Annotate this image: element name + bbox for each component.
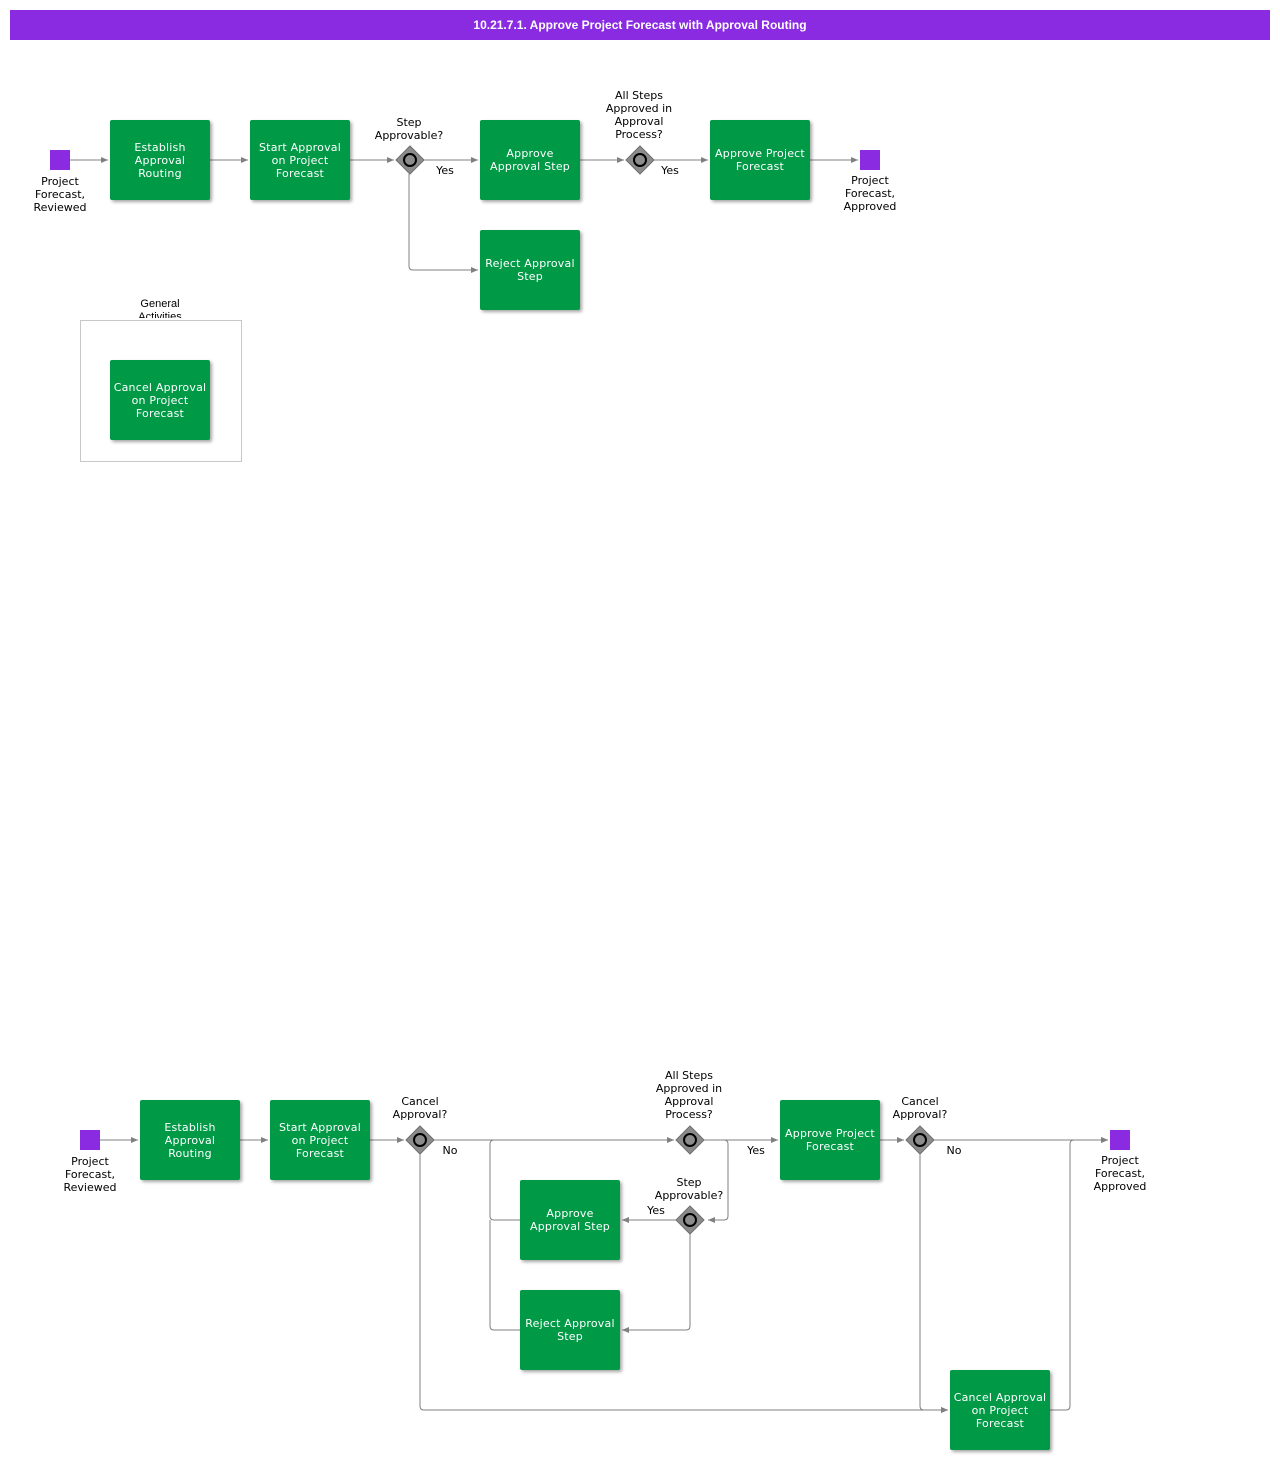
gateway-all-steps-approved-icon[interactable] [675,1125,705,1155]
edge2-approve-step-loop-back [489,1139,520,1221]
start-event[interactable] [80,1130,100,1150]
gateway-step-approvable-icon[interactable] [675,1205,705,1235]
flow-label-yes: Yes [647,1204,665,1217]
edge-gw-to-reject-step [408,174,478,273]
end-event[interactable] [1110,1130,1130,1150]
gateway-cancel-approval-label: Cancel Approval? [392,1095,448,1121]
task-start-approval[interactable]: Start Approval on Project Forecast [270,1100,370,1180]
gateway-all-steps-approved-label: All Steps Approved in Approval Process? [605,89,673,141]
task-reject-approval-step[interactable]: Reject Approval Step [480,230,580,310]
start-event[interactable] [50,150,70,170]
gateway-all-steps-approved-label: All Steps Approved in Approval Process? [655,1069,723,1121]
gateway-cancel-approval-icon[interactable] [405,1125,435,1155]
task-approve-approval-step[interactable]: Approve Approval Step [480,120,580,200]
gateway-cancel-approval-icon[interactable] [905,1125,935,1155]
flow-label-no: No [946,1144,962,1157]
edge2-cancel-gw1-yes-to-cancel [419,1154,948,1413]
end-event[interactable] [860,150,880,170]
task-start-approval[interactable]: Start Approval on Project Forecast [250,120,350,200]
task-reject-approval-step[interactable]: Reject Approval Step [520,1290,620,1370]
end-event-label: Project Forecast, Approved [843,174,897,213]
task-establish-approval-routing[interactable]: Establish Approval Routing [140,1100,240,1180]
edge2-step-gw-no-to-reject-step [622,1234,691,1333]
task-cancel-approval[interactable]: Cancel Approval on Project Forecast [110,360,210,440]
edge2-cancel-gw2-yes-to-cancel [919,1154,948,1413]
flow-label-yes: Yes [661,164,679,177]
end-event-label: Project Forecast, Approved [1093,1154,1147,1193]
task-approve-project-forecast[interactable]: Approve Project Forecast [780,1100,880,1180]
task-cancel-approval[interactable]: Cancel Approval on Project Forecast [950,1370,1050,1450]
start-event-label: Project Forecast, Reviewed [63,1155,117,1194]
task-approve-project-forecast[interactable]: Approve Project Forecast [710,120,810,200]
edge2-reject-step-loop-back [489,1220,520,1331]
flow-label-no: No [442,1144,458,1157]
start-event-label: Project Forecast, Reviewed [33,175,87,214]
edge2-all-steps-no-to-step-gw [704,1139,729,1223]
group-label-general-activities: General Activities [138,298,182,318]
gateway-step-approvable-label: Step Approvable? [654,1176,724,1202]
gateway-step-approvable-label: Step Approvable? [374,116,444,142]
edge2-cancel-to-end [1050,1137,1108,1411]
diagram-title: 10.21.7.1. Approve Project Forecast with… [10,10,1270,40]
flow-label-yes: Yes [747,1144,765,1157]
task-establish-approval-routing[interactable]: Establish Approval Routing [110,120,210,200]
flow-label-yes: Yes [436,164,454,177]
gateway-step-approvable-icon[interactable] [395,145,425,175]
gateway-all-steps-approved-icon[interactable] [625,145,655,175]
gateway-cancel-approval-label: Cancel Approval? [892,1095,948,1121]
task-approve-approval-step[interactable]: Approve Approval Step [520,1180,620,1260]
